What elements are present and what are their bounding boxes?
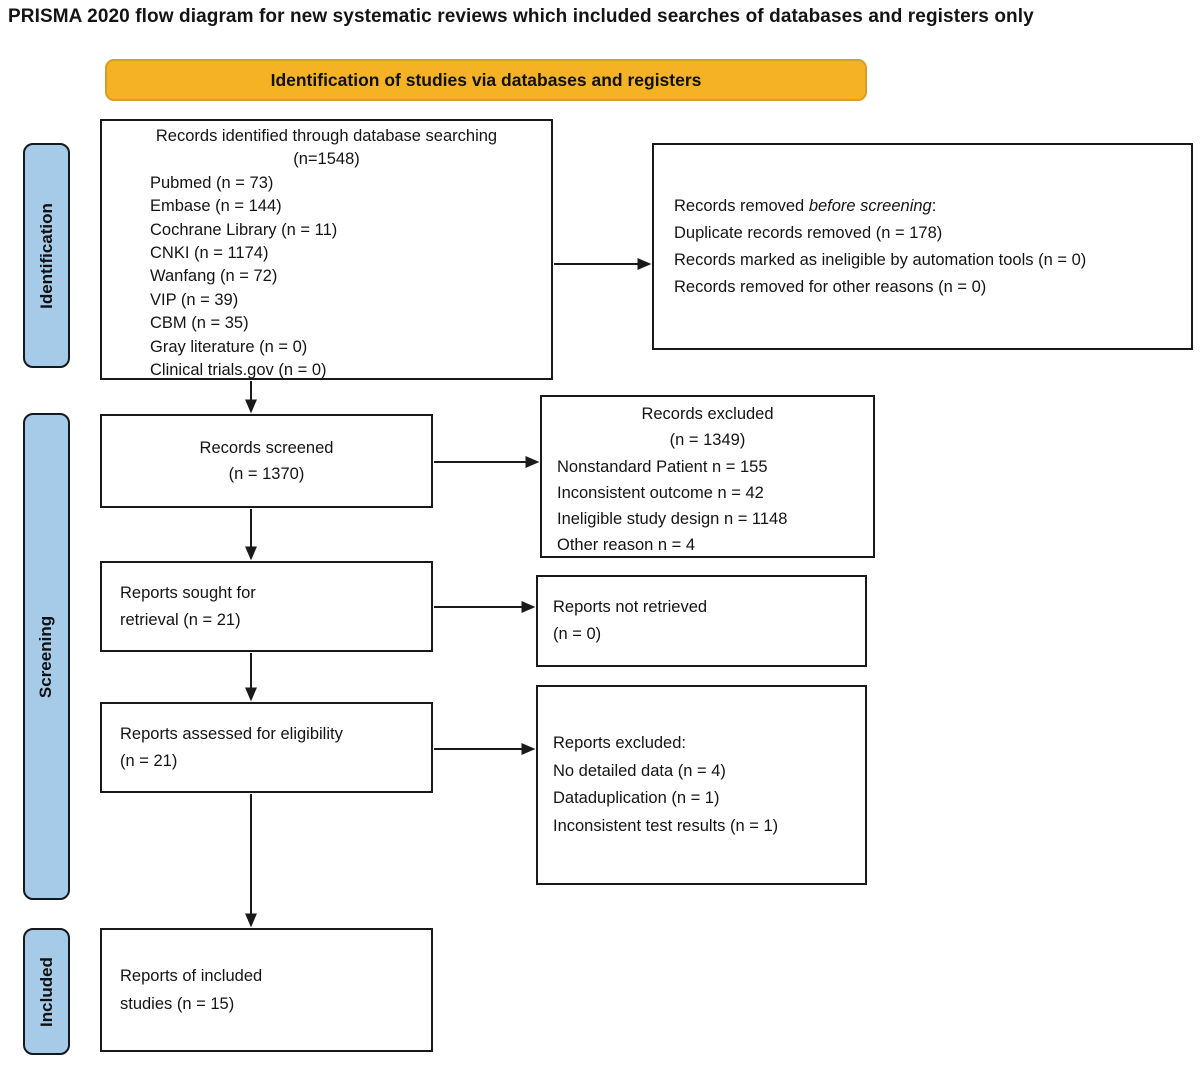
reports-sought-count: retrieval (n = 21)	[120, 610, 241, 629]
reports-included-count: studies (n = 15)	[120, 995, 235, 1013]
reports-not-retrieved-count: (n = 0)	[553, 625, 602, 643]
box-reports-assessed: Reports assessed for eligibility (n = 21…	[100, 702, 433, 793]
source-item: Wanfang (n = 72)	[150, 267, 278, 286]
box-reports-sought: Reports sought for retrieval (n = 21)	[100, 561, 433, 652]
records-identified-sources: Pubmed (n = 73) Embase (n = 144) Cochran…	[102, 172, 551, 383]
excluded-reason: Ineligible study design n = 1148	[557, 510, 788, 529]
box-records-screened: Records screened (n = 1370)	[100, 414, 433, 508]
box-records-excluded: Records excluded (n = 1349) Nonstandard …	[540, 395, 875, 558]
phase-label-screening-text: Screening	[36, 615, 56, 698]
reports-included-label: Reports of included	[120, 967, 263, 985]
source-item: Pubmed (n = 73)	[150, 173, 274, 192]
source-item: VIP (n = 39)	[150, 290, 239, 309]
reports-sought-label: Reports sought for	[120, 583, 256, 602]
box-reports-not-retrieved: Reports not retrieved (n = 0)	[536, 575, 867, 667]
records-excluded-reasons: Nonstandard Patient n = 155 Inconsistent…	[542, 454, 873, 559]
reports-excluded-reason: Inconsistent test results (n = 1)	[553, 816, 779, 835]
banner-label: Identification of studies via databases …	[270, 69, 702, 90]
source-item: CBM (n = 35)	[150, 314, 249, 333]
reports-excluded-title: Reports excluded:	[553, 734, 686, 752]
records-identified-count: (n=1548)	[293, 150, 360, 169]
records-screened-count: (n = 1370)	[228, 465, 305, 483]
removed-item: Duplicate records removed (n = 178)	[674, 223, 943, 242]
phase-label-included-text: Included	[36, 956, 56, 1027]
reports-assessed-count: (n = 21)	[120, 751, 178, 770]
reports-not-retrieved-label: Reports not retrieved	[553, 598, 708, 616]
records-identified-title: Records identified through database sear…	[155, 127, 498, 145]
excluded-reason: Other reason n = 4	[557, 536, 696, 555]
box-reports-included: Reports of included studies (n = 15)	[100, 928, 433, 1052]
reports-assessed-label: Reports assessed for eligibility	[120, 724, 343, 743]
phase-label-screening: Screening	[23, 413, 70, 900]
page-title: PRISMA 2020 flow diagram for new systema…	[8, 6, 1034, 27]
records-excluded-title: Records excluded	[641, 405, 774, 423]
box-records-removed: Records removed before screening: Duplic…	[652, 143, 1193, 350]
removed-item: Records removed for other reasons (n = 0…	[674, 277, 987, 296]
records-removed-title: Records removed before screening:	[674, 196, 937, 215]
records-excluded-count: (n = 1349)	[669, 431, 746, 450]
records-screened-label: Records screened	[199, 439, 334, 457]
phase-label-identification-text: Identification	[36, 202, 56, 309]
source-item: Gray literature (n = 0)	[150, 337, 308, 356]
reports-excluded-reason: Dataduplication (n = 1)	[553, 789, 720, 807]
banner-identification-of-studies: Identification of studies via databases …	[105, 59, 867, 101]
source-item: Cochrane Library (n = 11)	[150, 220, 338, 239]
phase-label-identification: Identification	[23, 143, 70, 368]
source-item: Embase (n = 144)	[150, 197, 282, 216]
source-item: Clinical trials.gov (n = 0)	[150, 361, 327, 380]
reports-excluded-reason: No detailed data (n = 4)	[553, 761, 726, 780]
excluded-reason: Nonstandard Patient n = 155	[557, 457, 768, 476]
source-item: CNKI (n = 1174)	[150, 244, 269, 263]
excluded-reason: Inconsistent outcome n = 42	[557, 483, 764, 502]
box-records-identified: Records identified through database sear…	[100, 119, 553, 380]
box-reports-excluded: Reports excluded: No detailed data (n = …	[536, 685, 867, 885]
phase-label-included: Included	[23, 928, 70, 1055]
removed-item: Records marked as ineligible by automati…	[674, 250, 1087, 269]
